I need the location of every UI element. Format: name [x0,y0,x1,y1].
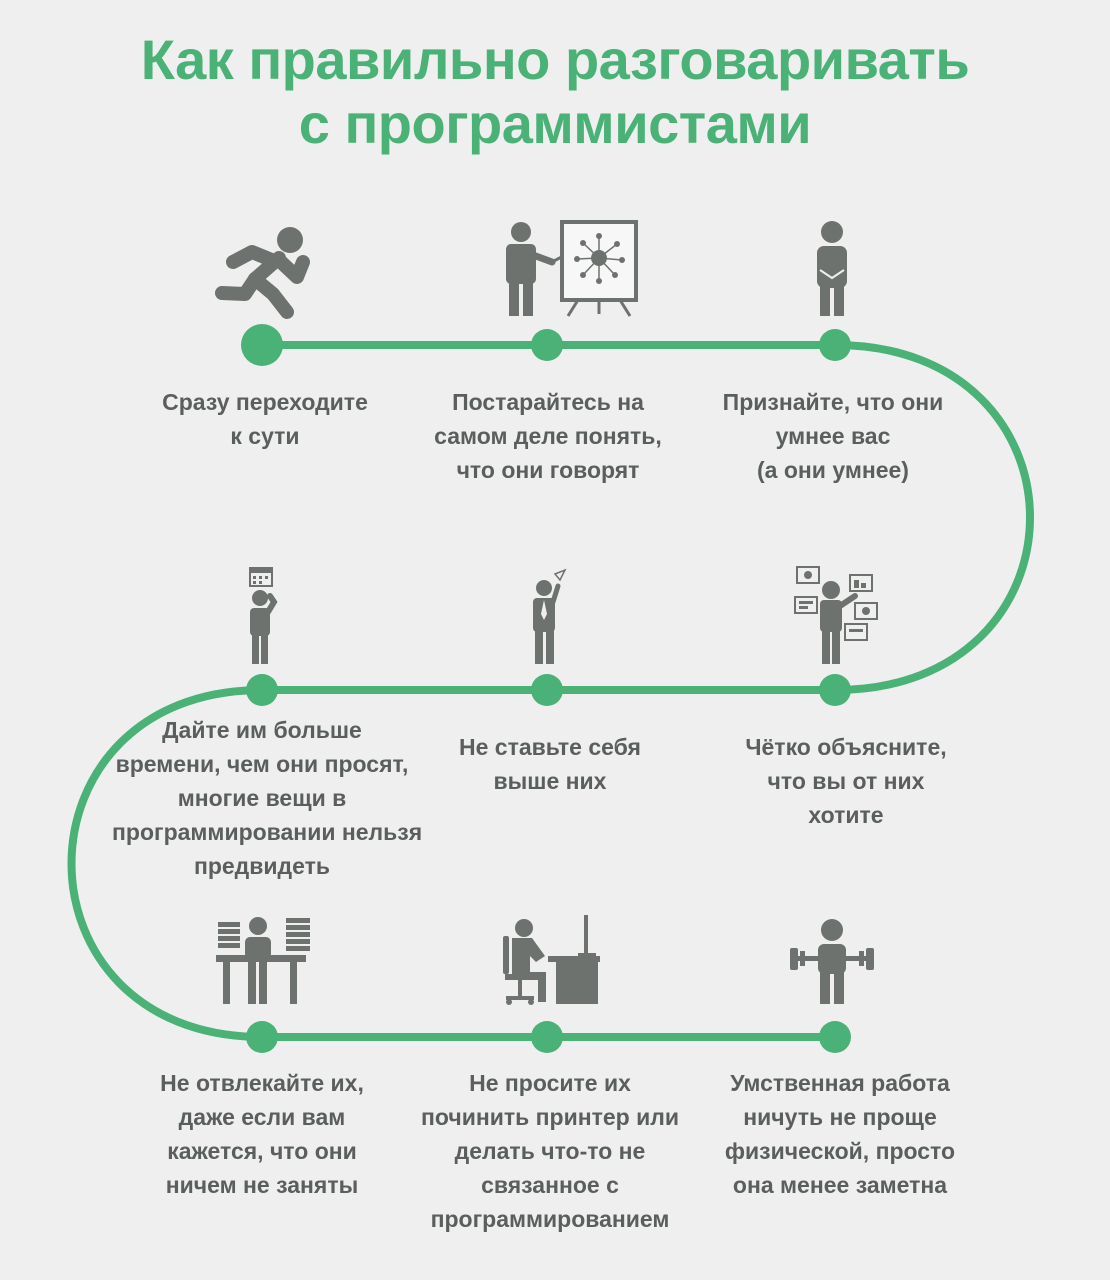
step-caption-5: Не ставьте себя выше них [400,730,700,798]
caption-line: Умственная работа [730,1070,950,1096]
caption-line: предвидеть [193,853,331,879]
caption-line: Постарайтесь на [452,389,644,415]
timeline-dot-3 [819,329,851,361]
page-title: Как правильно разговаривать с программис… [0,28,1110,156]
timeline-dot-7 [246,1021,278,1053]
caption-line: Дайте им больше [162,717,362,743]
caption-line: умнее вас [775,423,891,449]
standing-man-icon [817,221,847,316]
explaining-charts-icon [794,566,878,664]
step-caption-1: Сразу переходите к сути [115,385,415,453]
caption-line: Не ставьте себя [459,734,641,760]
weightlifter-icon [790,919,874,1004]
caption-line: что вы от них [767,768,925,794]
presenter-whiteboard-icon [506,220,638,317]
caption-line: времени, чем они просят, [115,751,409,777]
step-caption-3: Признайте, что они умнее вас (а они умне… [683,385,983,487]
timeline-dot-1 [241,324,283,366]
caption-line: кажется, что они [167,1138,357,1164]
caption-line: программировании нельзя [112,819,423,845]
caption-line: Чётко объясните, [745,734,947,760]
title-line-2: с программистами [298,92,812,155]
caption-line: даже если вам [178,1104,346,1130]
busy-desk-worker-icon [216,917,310,1004]
caption-line: многие вещи в [177,785,347,811]
timeline-dot-8 [531,1021,563,1053]
timeline-dot-4 [246,674,278,706]
timeline-dots [241,324,851,1053]
caption-line: починить принтер или [420,1104,680,1130]
caption-line: хотите [808,802,884,828]
timeline-dot-5 [531,674,563,706]
caption-line: (а они умнее) [757,457,909,483]
caption-line: Сразу переходите [162,389,368,415]
caption-line: она менее заметна [732,1172,948,1198]
step-caption-2: Постарайтесь на самом деле понять, что о… [398,385,698,487]
computer-desk-worker-icon [503,915,600,1005]
businessman-tie-icon [533,568,567,664]
timeline-dot-9 [819,1021,851,1053]
caption-line: физической, просто [724,1138,956,1164]
caption-line: делать что-то не [454,1138,646,1164]
caption-line: связанное с [481,1172,619,1198]
caption-line: Признайте, что они [722,389,944,415]
timeline-dot-6 [819,674,851,706]
step-caption-4: Дайте им больше времени, чем они просят,… [112,713,423,883]
running-man-icon [215,227,310,319]
step-caption-7: Не отвлекайте их, даже если вам кажется,… [112,1066,412,1202]
thinking-man-calendar-icon [249,567,278,664]
step-caption-8: Не просите их починить принтер или делат… [400,1066,700,1236]
caption-line: выше них [493,768,607,794]
caption-line: что они говорят [456,457,640,483]
caption-line: программированием [430,1206,670,1232]
step-caption-6: Чётко объясните, что вы от них хотите [696,730,996,832]
caption-line: Не отвлекайте их, [160,1070,364,1096]
caption-line: ничем не заняты [165,1172,359,1198]
step-caption-9: Умственная работа ничуть не проще физиче… [690,1066,990,1202]
caption-line: Не просите их [469,1070,631,1096]
timeline-dot-2 [531,329,563,361]
caption-line: ничуть не проще [743,1104,937,1130]
title-line-1: Как правильно разговаривать [140,28,970,91]
caption-line: самом деле понять, [434,423,662,449]
caption-line: к сути [230,423,300,449]
